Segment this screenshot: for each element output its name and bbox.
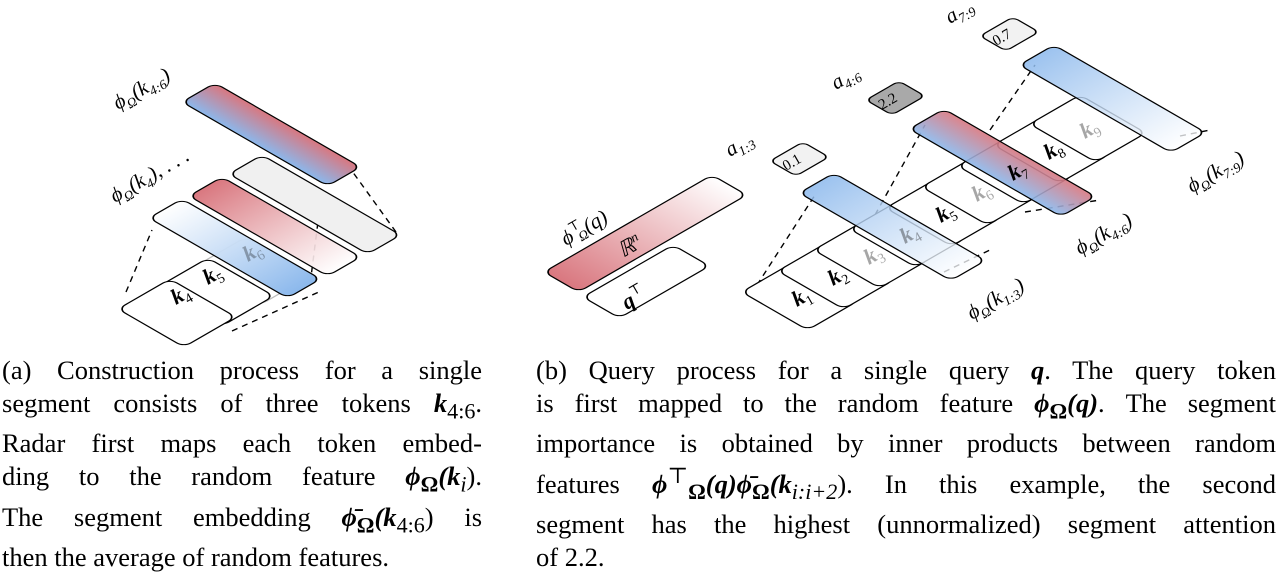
b-score-box — [772, 143, 827, 175]
b-score-label: a4:6 — [827, 59, 865, 97]
caption-b-line: features ϕ⊤Ω(q)ϕ̄Ω(ki:i+2). In this exam… — [536, 462, 1276, 504]
a-label-segment: ϕΩ(k4:6) — [109, 63, 176, 117]
caption-b-line: importance is obtained by inner products… — [536, 428, 1276, 459]
caption-b: (b) Query process for a single query q. … — [536, 354, 1276, 573]
caption-b-line: (b) Query process for a single query q. … — [536, 355, 1276, 385]
caption-a-line: Radar first maps each token embed- — [2, 428, 482, 459]
a-feature-grey — [232, 156, 398, 253]
b-score-label: a1:3 — [721, 126, 759, 164]
b-segment-label: ϕΩ(k4:6) — [1071, 208, 1138, 262]
caption-b-line: of 2.2. — [536, 541, 605, 572]
a-segment-feature — [185, 84, 358, 185]
caption-b-line: is first mapped to the random feature ϕΩ… — [536, 387, 1276, 423]
b-query-feature — [547, 176, 744, 291]
panel-b: ℝn ϕ⊤Ω(q) q⊤ — [547, 0, 1250, 329]
b-segment-label: ϕΩ(k7:9) — [1183, 146, 1250, 200]
b-segment-feature-2 — [912, 110, 1093, 215]
caption-a-line: (a) Construction process for a single — [2, 355, 482, 385]
b-score-box — [868, 82, 923, 114]
caption-a-line: The segment embedding ϕ̄Ω(k4:6) is — [2, 501, 482, 537]
a-token-box — [121, 280, 233, 346]
b-segment-feature-1 — [802, 174, 983, 279]
caption-a-line: then the average of random features. — [2, 542, 390, 573]
caption-a: (a) Construction process for a single se… — [2, 354, 482, 574]
a-feature-blue — [152, 200, 318, 297]
b-score-box — [982, 18, 1037, 50]
a-label-feature: ϕΩ(k4), . . . — [106, 143, 195, 210]
a-feature-red — [192, 178, 358, 275]
caption-a-line: segment consists of three tokens k4:6. — [2, 387, 482, 423]
b-score-label: a7:9 — [941, 0, 979, 31]
b-segment-label: ϕΩ(k1:3) — [963, 273, 1030, 327]
caption-a-line: ding to the random feature ϕΩ(ki). — [2, 460, 482, 497]
caption-b-line: segment has the highest (unnormalized) s… — [536, 509, 1276, 540]
b-query-token-box — [586, 246, 707, 317]
b-segment-feature-3 — [1022, 46, 1203, 151]
